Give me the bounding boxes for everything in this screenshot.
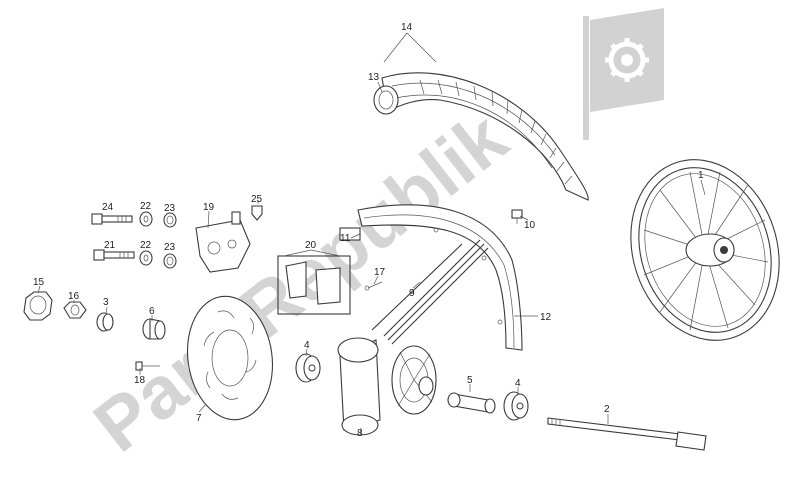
washer-22b-part [139, 250, 153, 266]
bearing-left-part [295, 353, 321, 383]
callout-8: 8 [357, 428, 363, 439]
bolt-24-part [91, 213, 133, 225]
callout-4a: 4 [304, 340, 310, 351]
washer-23b-part [163, 253, 177, 269]
callout-10: 10 [524, 220, 536, 231]
callout-4b: 4 [515, 378, 521, 389]
callout-23b: 23 [164, 242, 176, 253]
wheel-part [630, 159, 780, 341]
callout-14: 14 [401, 22, 413, 33]
mudguard-part [339, 204, 523, 351]
callout-20: 20 [305, 240, 317, 251]
callout-22a: 22 [140, 201, 152, 212]
callout-9: 9 [409, 288, 415, 299]
bearing-right-part [503, 391, 529, 421]
callout-5: 5 [467, 375, 473, 386]
leader-lines [37, 32, 706, 437]
callout-23a: 23 [164, 203, 176, 214]
callout-24: 24 [102, 202, 114, 213]
callout-22b: 22 [140, 240, 152, 251]
callout-2: 2 [604, 404, 610, 415]
callout-13: 13 [368, 72, 380, 83]
nut-16-part [63, 301, 87, 319]
caliper-part [195, 211, 251, 273]
callout-17: 17 [374, 267, 386, 278]
tire-part [373, 72, 589, 201]
callout-11: 11 [340, 233, 351, 244]
brake-pads-part [277, 255, 351, 315]
washer-22a-part [139, 211, 153, 227]
spacer-6-part [142, 318, 166, 340]
axle-part [547, 417, 707, 451]
callout-15: 15 [33, 277, 45, 288]
bolt-21-part [93, 249, 135, 261]
callout-21: 21 [104, 240, 116, 251]
callout-7: 7 [196, 413, 202, 424]
callout-labels: 1 2 3 4 4 5 6 7 8 9 10 11 12 13 14 15 16… [33, 22, 704, 439]
callout-18: 18 [134, 375, 146, 386]
spacer-part [447, 392, 496, 414]
callout-6: 6 [149, 306, 155, 317]
hub-part [337, 337, 437, 436]
callout-19: 19 [203, 202, 215, 213]
spokes-part [371, 239, 489, 345]
brake-disc-part [186, 295, 274, 421]
disc-screw-part [135, 361, 160, 371]
washer-3-part [96, 312, 114, 332]
callout-16: 16 [68, 291, 80, 302]
callout-1: 1 [698, 170, 704, 181]
bleed-screw-part [251, 205, 263, 221]
callout-12: 12 [540, 312, 552, 323]
cap-15-part [23, 291, 53, 321]
washer-23a-part [163, 212, 177, 228]
small-bolt-part [511, 209, 523, 224]
pin-part [364, 281, 383, 291]
gear-flag-icon [583, 8, 664, 140]
callout-3: 3 [103, 297, 109, 308]
callout-25: 25 [251, 194, 263, 205]
